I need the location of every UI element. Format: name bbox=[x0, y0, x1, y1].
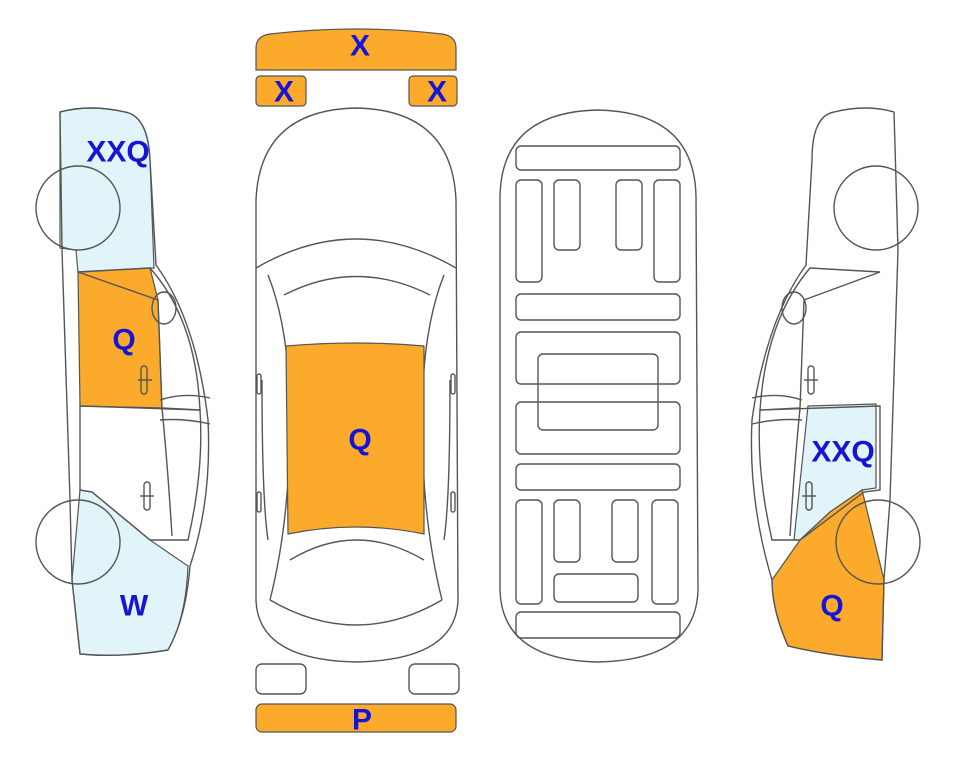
right-taillight bbox=[409, 664, 459, 694]
right-front-fender-panel[interactable] bbox=[772, 490, 884, 660]
right-rear-wheel bbox=[834, 166, 918, 250]
damage-labels: X X X XXQ Q W Q P XXQ Q bbox=[86, 30, 874, 737]
left-rear-fender-panel[interactable] bbox=[60, 108, 154, 272]
right-front-door-label: XXQ bbox=[811, 436, 874, 469]
rear-bumper-label: P bbox=[352, 704, 372, 737]
front-bumper-label: X bbox=[350, 30, 370, 63]
left-front-fender-label: W bbox=[120, 590, 149, 623]
left-side-view bbox=[36, 108, 210, 655]
left-taillight bbox=[256, 664, 306, 694]
right-mirror bbox=[782, 292, 806, 324]
right-headlight-label: X bbox=[427, 76, 447, 109]
right-front-fender-label: Q bbox=[820, 590, 843, 623]
top-view bbox=[256, 29, 459, 732]
underside-view bbox=[500, 110, 698, 662]
roof-label: Q bbox=[348, 424, 371, 457]
left-pillar-line bbox=[162, 408, 172, 536]
left-headlight-label: X bbox=[274, 76, 294, 109]
top-windshield-line bbox=[256, 239, 456, 268]
left-rear-fender-label: XXQ bbox=[86, 136, 149, 169]
right-window-line bbox=[760, 268, 880, 410]
right-side-view bbox=[751, 108, 920, 660]
left-rear-door-label: Q bbox=[112, 324, 135, 357]
underside-outline bbox=[500, 110, 698, 662]
